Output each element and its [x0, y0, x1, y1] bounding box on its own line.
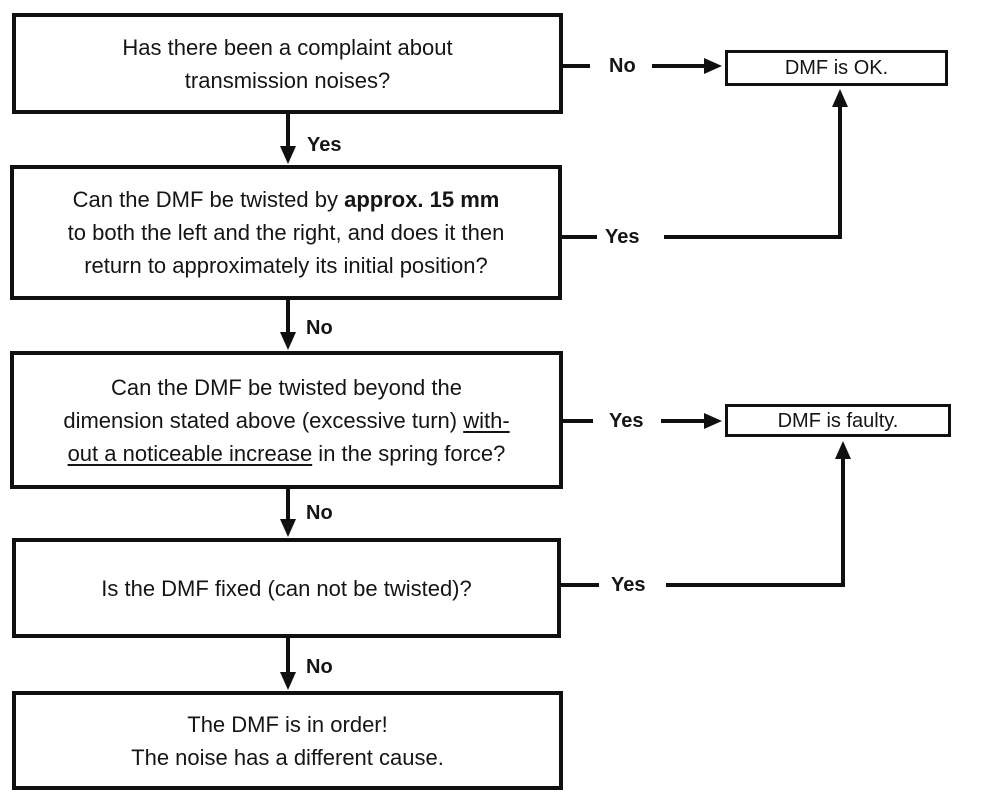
arrowhead-right-icon [704, 58, 722, 74]
arrowhead-right-icon [704, 413, 722, 429]
connector-line [561, 107, 842, 239]
arrowhead-down-icon [280, 519, 296, 537]
connector-q4-yes-elbow [561, 441, 851, 587]
box-text-line: out a noticeable increase in the spring … [68, 437, 506, 470]
outcome-box-dmf-faulty: DMF is faulty. [725, 404, 951, 437]
connector-q2-no-down [280, 299, 296, 350]
box-text-line: transmission noises? [184, 67, 391, 93]
decision-box-twist-15mm: Can the DMF be twisted by approx. 15 mm … [10, 165, 562, 300]
box-text-line: Can the DMF be twisted by approx. 15 mm [73, 183, 500, 216]
label-no: No [306, 502, 333, 524]
text-segment-underlined: out a noticeable increase [67, 440, 313, 466]
text-segment: Can the DMF be twisted by [72, 187, 345, 212]
text-segment: in the spring force? [312, 440, 506, 466]
box-text-line: The noise has a different cause. [131, 744, 444, 770]
label-no: No [609, 55, 636, 77]
outcome-box-dmf-ok: DMF is OK. [725, 50, 948, 86]
connector-q4-no-down [280, 636, 296, 690]
connector-q3-no-down [280, 488, 296, 537]
end-box-dmf-in-order: The DMF is in order! The noise has a dif… [12, 691, 563, 790]
label-yes: Yes [609, 410, 644, 432]
arrowhead-down-icon [280, 332, 296, 350]
box-text-line: return to approximately its initial posi… [84, 253, 488, 278]
box-text-line: DMF is OK. [784, 57, 889, 79]
box-text-line: Has there been a complaint about [122, 34, 453, 60]
text-segment: dimension stated above (excessive turn) [63, 407, 464, 433]
box-text-line: The DMF is in order! [187, 711, 388, 737]
connector-line [561, 459, 845, 587]
label-yes: Yes [611, 574, 646, 596]
decision-box-fixed: Is the DMF fixed (can not be twisted)? [12, 538, 561, 638]
label-no: No [306, 317, 333, 339]
connector-q2-yes-elbow [561, 89, 848, 239]
box-text-line: dimension stated above (excessive turn) … [63, 404, 509, 437]
arrowhead-down-icon [280, 672, 296, 690]
connector-q1-no-right [561, 58, 722, 74]
box-text-line: Can the DMF be twisted beyond the [111, 374, 462, 400]
label-no: No [306, 656, 333, 678]
box-text-line: DMF is faulty. [777, 409, 899, 432]
text-segment-underlined: with- [463, 407, 510, 433]
text-segment-bold: approx. 15 mm [344, 187, 500, 212]
connector-q3-yes-right [561, 413, 722, 429]
arrowhead-down-icon [280, 146, 296, 164]
label-yes: Yes [307, 134, 342, 156]
decision-box-complaint: Has there been a complaint about transmi… [12, 13, 563, 114]
decision-box-excessive-turn: Can the DMF be twisted beyond the dimens… [10, 351, 563, 489]
box-text-line: Is the DMF fixed (can not be twisted)? [101, 575, 472, 601]
label-yes: Yes [605, 226, 640, 248]
box-text-line: to both the left and the right, and does… [67, 220, 505, 245]
arrowhead-up-icon [835, 441, 851, 459]
arrowhead-up-icon [832, 89, 848, 107]
connector-q1-yes-down [280, 113, 296, 164]
